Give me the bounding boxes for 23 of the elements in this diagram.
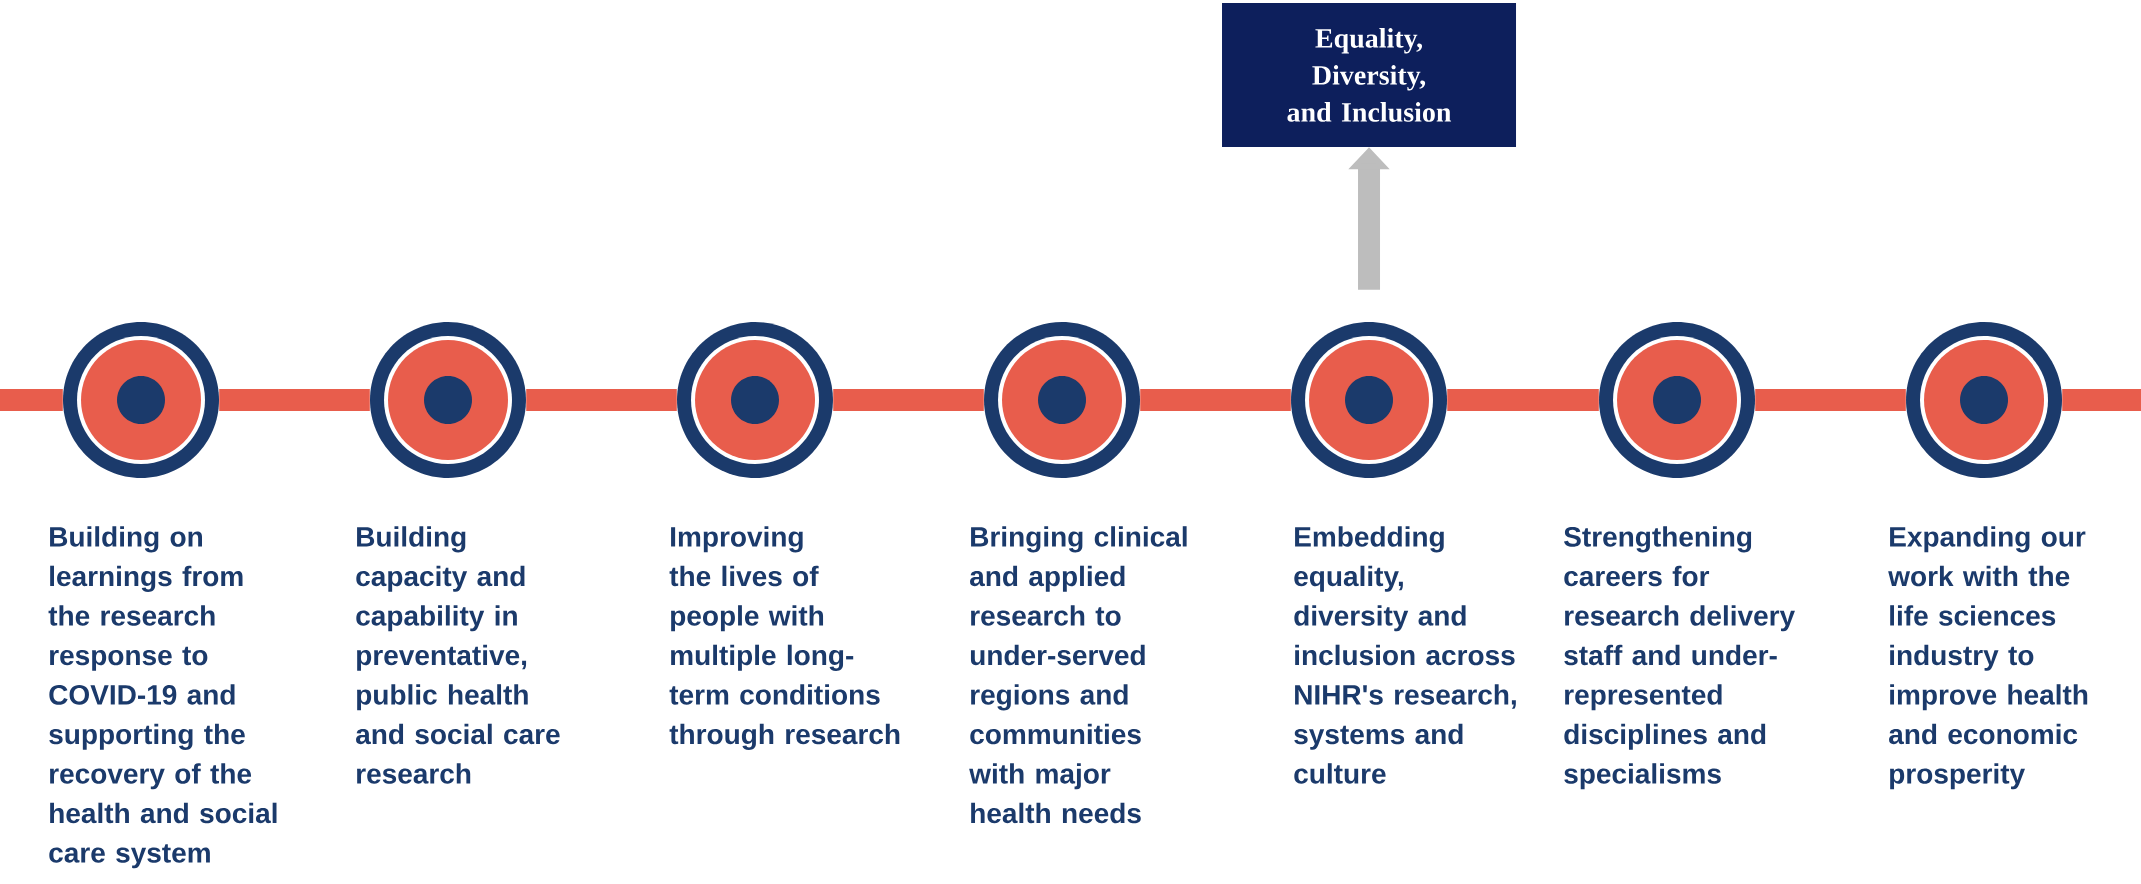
milestone-text: Building capacity and capability in preventative, public health and social care research	[356, 526, 560, 784]
timeline-line	[1140, 389, 1291, 411]
timeline-line	[1447, 389, 1599, 411]
timeline-line	[0, 389, 63, 411]
target-circle	[1906, 322, 2063, 478]
target-circle	[984, 322, 1140, 478]
title-box: Equality, Diversity, and Inclusion	[1222, 3, 1516, 147]
milestone-text: Bringing clinical and applied research to under-served regions and communities with major health needs	[969, 526, 1187, 824]
milestone-text: Improving the lives of people with multiple long-term conditions through research	[669, 526, 900, 750]
target-circle	[1599, 322, 1755, 478]
timeline-line	[833, 389, 984, 411]
timeline-line	[1755, 389, 1906, 411]
timeline-line	[526, 389, 677, 411]
target-circle	[1291, 322, 1447, 478]
target-circle	[677, 322, 833, 478]
milestone-text: Strengthening careers for research delivery staff and under-represented disciplines and specialisms	[1564, 526, 1795, 790]
target-circle	[63, 322, 219, 478]
target-circle	[370, 322, 526, 478]
timeline-line	[2062, 389, 2141, 411]
milestone-text: Embedding equality, diversity and inclusion across NIHR's research, systems and culture	[1294, 526, 1516, 784]
milestone-text: Expanding our work with the life sciences industry to improve health and economic prosperity	[1888, 526, 2088, 790]
timeline-line	[219, 389, 370, 411]
milestone-text: Building on learnings from the research response to COVID-19 and supporting the recovery of the health and social care system	[48, 526, 277, 869]
